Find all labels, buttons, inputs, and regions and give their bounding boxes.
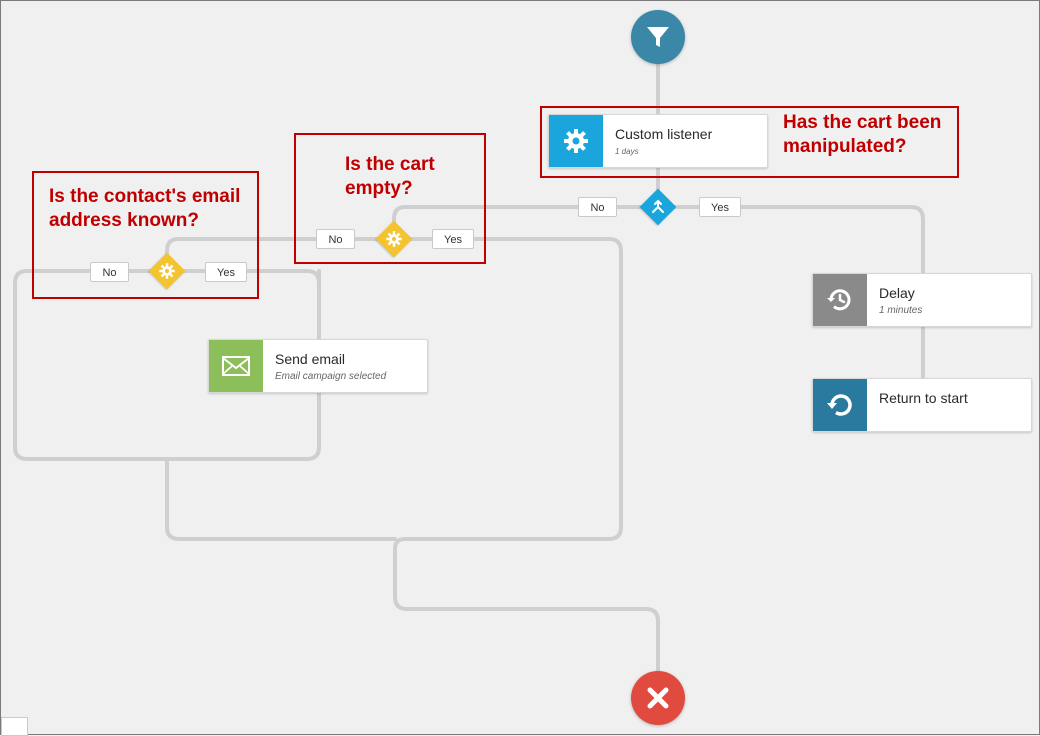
clock-icon [827,289,851,311]
gear-icon [381,226,407,252]
email-known-no-label[interactable]: No [90,262,129,282]
gear-icon [564,129,588,153]
return-to-start-step[interactable]: Return to start [812,378,1032,432]
gear-icon [154,258,180,284]
delay-icon-box [813,274,867,326]
wire-split-horizontal [403,205,925,275]
delay-title: Delay [879,285,915,301]
wire-cart-empty-no-down [165,237,180,261]
cart-empty-yes-label[interactable]: Yes [432,229,474,249]
cart-empty-no-label[interactable]: No [316,229,355,249]
x-icon [647,687,669,709]
start-node[interactable] [631,10,685,64]
delay-step[interactable]: Delay 1 minutes [812,273,1032,327]
annotation-manipulated: Has the cart been manipulated? [783,112,942,157]
send-email-title: Send email [275,351,346,367]
email-known-yes-label[interactable]: Yes [205,262,247,282]
listener-icon-box [549,115,603,167]
return-icon [827,394,852,416]
wire-cart-empty-horizontal [176,237,660,675]
return-icon-box [813,379,867,431]
funnel-icon [647,27,669,47]
send-email-step[interactable]: Send email Email campaign selected [208,339,428,393]
annotation-email-known: Is the contact's email address known? [49,186,241,231]
listener-yes-label[interactable]: Yes [699,197,741,217]
wire-split-no-down [392,205,407,228]
return-to-start-title: Return to start [879,390,968,406]
annotation-cart-empty-box [294,133,486,264]
annotation-manipulated-box [540,106,959,178]
listener-no-label[interactable]: No [578,197,617,217]
split-arrow-icon [645,194,671,220]
annotation-cart-empty: Is the cart empty? [345,154,435,199]
annotation-email-known-box [32,171,259,299]
envelope-icon [222,356,250,376]
email-icon-box [209,340,263,392]
custom-listener-title: Custom listener [615,126,713,142]
custom-listener-step[interactable]: Custom listener 1 days [548,114,768,168]
wire-merge-1 [165,457,397,541]
delay-sub: 1 minutes [879,305,923,316]
send-email-sub: Email campaign selected [275,371,387,382]
corner-control[interactable] [1,717,28,736]
end-node[interactable] [631,671,685,725]
custom-listener-sub: 1 days [615,147,639,156]
